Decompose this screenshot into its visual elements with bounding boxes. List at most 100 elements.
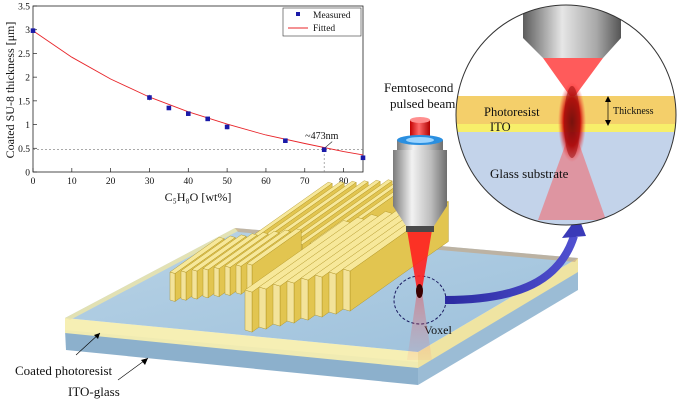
inset-thickness-label: Thickness — [613, 106, 654, 117]
data-point — [360, 155, 366, 161]
inset-ito-label: ITO — [490, 120, 511, 134]
x-tick-label: 70 — [300, 177, 310, 187]
beam-label-line1: Femtosecond — [384, 80, 454, 95]
inset-photoresist-label: Photoresist — [484, 105, 540, 119]
data-point — [224, 124, 230, 130]
x-tick-label: 0 — [31, 177, 36, 187]
substrate-diagram: Voxel — [65, 178, 578, 385]
structure-top — [224, 230, 280, 268]
coated-photoresist-label: Coated photoresist — [15, 363, 113, 378]
data-point — [205, 116, 211, 122]
inset-voxel-core — [564, 86, 580, 158]
structure-top — [180, 235, 236, 273]
structure-end — [258, 286, 267, 330]
x-tick-label: 80 — [339, 177, 349, 187]
structure-top — [235, 229, 291, 267]
ito-leader-head — [141, 358, 148, 365]
thickness-marker: Thickness — [605, 96, 654, 126]
inset-glass-label: Glass substrate — [490, 166, 569, 181]
legend-box — [282, 7, 362, 37]
guide-lines — [33, 141, 363, 172]
data-point — [166, 105, 172, 111]
x-tick-label: 40 — [184, 177, 194, 187]
x-tick-label: 30 — [145, 177, 155, 187]
x-tick-label: 50 — [222, 177, 232, 187]
legend-label-fitted: Fitted — [313, 24, 335, 34]
photoresist-edge-left — [65, 228, 240, 320]
structure-end — [286, 280, 295, 324]
objective-tip — [406, 226, 434, 232]
annotation-label: ~473nm — [305, 131, 338, 142]
structure-end — [169, 271, 176, 302]
data-point — [321, 147, 327, 153]
legend-marker-measured — [296, 12, 300, 16]
x-tick-label: 60 — [261, 177, 271, 187]
thickness-arrow-bottom — [605, 120, 611, 126]
legend-label-measured: Measured — [313, 11, 351, 21]
x-axis-label: C₅H₈O [wt%] — [165, 190, 232, 204]
structure-top — [169, 236, 225, 274]
zoom-inset: Photoresist ITO Glass substrate Thicknes… — [455, 4, 677, 226]
structure-top — [191, 234, 247, 272]
inset-beam-upper — [543, 58, 603, 96]
objective-aperture-inner — [406, 137, 434, 143]
fabricated-structures — [169, 178, 449, 333]
y-tick-label: 1.5 — [18, 97, 30, 107]
data-point — [30, 28, 36, 33]
objective-body — [393, 150, 447, 206]
structure-end — [244, 289, 253, 333]
zoom-arrow — [444, 234, 578, 304]
structure-top — [202, 233, 258, 271]
structure-end — [328, 271, 337, 315]
structure-top — [213, 232, 269, 269]
structure-top — [246, 228, 302, 266]
data-point — [185, 111, 191, 116]
y-tick-label: 0 — [25, 169, 30, 179]
structure-end — [180, 270, 187, 301]
legend: Measured Fitted — [282, 7, 362, 37]
y-tick-label: 2.5 — [18, 50, 30, 60]
ito-glass-label: ITO-glass — [68, 384, 120, 399]
structure-end — [191, 269, 198, 300]
voxel-label: Voxel — [424, 323, 452, 337]
y-tick-label: 2 — [25, 74, 30, 84]
inset-beam-lower — [538, 132, 606, 220]
beam-label-line2: pulsed beam — [390, 96, 455, 111]
photoresist-front-band — [65, 318, 418, 368]
x-axis-ticks: 0 10 20 30 40 50 60 70 80 — [31, 168, 349, 187]
structure-end — [272, 283, 281, 327]
y-tick-label: 0.5 — [18, 145, 30, 155]
focal-voxel — [416, 284, 423, 298]
inset-objective-nose — [523, 38, 621, 58]
inset-frame — [455, 4, 677, 226]
annotation-pointer — [324, 141, 333, 148]
structure-end — [202, 268, 209, 299]
x-tick-label: 10 — [67, 177, 77, 187]
red-beam-top — [410, 117, 430, 123]
structure-end — [213, 266, 220, 297]
y-tick-label: 1 — [25, 121, 30, 131]
structure-end — [300, 277, 309, 321]
substrate-front-face — [65, 330, 418, 385]
laser-beam — [407, 230, 432, 360]
data-point — [147, 95, 152, 100]
objective-nose — [393, 206, 447, 226]
structure-end — [314, 274, 323, 318]
substrate-right-face — [418, 268, 578, 385]
thickness-chart: 0 0.5 1 1.5 2 2.5 3 3.5 0 10 20 30 40 50 60 70 80 ~473n… — [3, 3, 366, 204]
y-tick-label: 3.5 — [18, 3, 30, 13]
structure-end — [224, 265, 231, 296]
structure-end — [235, 264, 242, 295]
beam-below-focus — [407, 292, 432, 360]
beam-cone — [407, 230, 432, 290]
y-axis-label: Coated SU-8 thickness [μm] — [3, 22, 17, 159]
coated-leader-head — [94, 333, 100, 339]
y-tick-label: 3 — [25, 26, 30, 36]
x-tick-label: 20 — [106, 177, 116, 187]
objective-lens — [393, 117, 447, 232]
red-beam-input — [410, 120, 430, 140]
structure-end — [342, 268, 351, 312]
measured-series — [30, 25, 366, 161]
data-point — [283, 138, 288, 143]
